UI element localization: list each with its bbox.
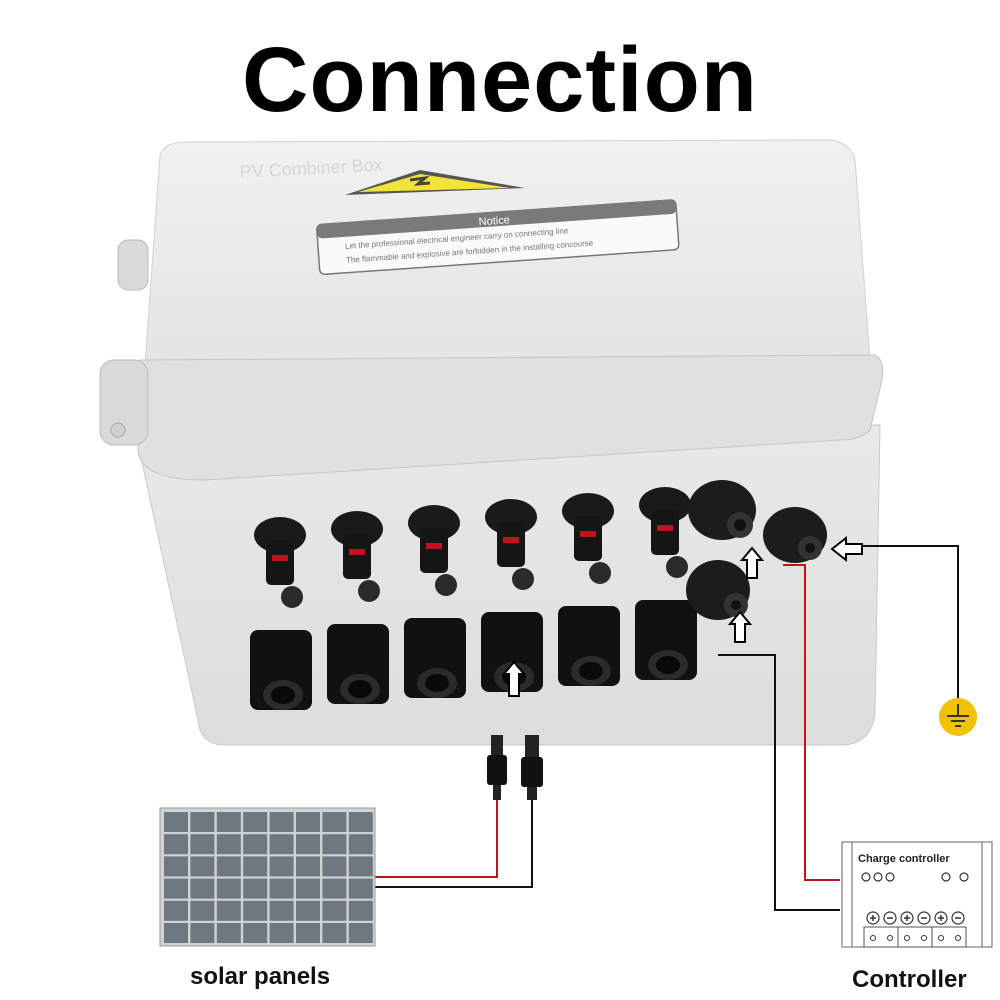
solar-cell xyxy=(190,878,215,899)
negative-wire-panel xyxy=(375,800,533,888)
solar-cell xyxy=(190,834,215,855)
solar-cell xyxy=(322,812,347,832)
solar-cell xyxy=(296,812,320,832)
solar-cell xyxy=(348,878,373,899)
mc4-connector-pair xyxy=(404,505,466,698)
ground-icon xyxy=(939,698,977,736)
solar-cell xyxy=(190,812,215,832)
mc4-connector-pair xyxy=(481,499,543,692)
terminal-block xyxy=(863,911,967,948)
minus-terminal-icon xyxy=(917,911,931,925)
solar-panel xyxy=(159,807,376,947)
plus-terminal-icon xyxy=(934,911,948,925)
solar-cell xyxy=(164,923,188,943)
latch-top xyxy=(117,239,149,291)
solar-cell xyxy=(216,812,241,832)
wiring xyxy=(375,545,959,911)
solar-cell xyxy=(216,878,241,899)
solar-cell xyxy=(322,900,347,921)
solar-cell xyxy=(296,856,320,877)
solar-cell xyxy=(269,856,294,877)
negative-wire-controller xyxy=(718,654,840,911)
mc4-connectors xyxy=(250,487,697,710)
positive-wire-panel xyxy=(375,800,498,878)
charge-controller-label: Charge controller xyxy=(858,853,950,865)
solar-cell xyxy=(190,900,215,921)
solar-cell xyxy=(164,856,188,877)
solar-cell xyxy=(216,900,241,921)
solar-cell xyxy=(164,834,188,855)
solar-cell xyxy=(322,856,347,877)
solar-cell xyxy=(216,923,241,943)
cable-gland xyxy=(688,480,756,540)
solar-cell xyxy=(348,856,373,877)
indicator-leds xyxy=(861,872,969,882)
solar-cell xyxy=(190,923,215,943)
controller-label: Controller xyxy=(852,966,967,993)
solar-cell xyxy=(269,878,294,899)
cable-gland xyxy=(763,507,827,563)
solar-cell xyxy=(348,923,373,943)
solar-cell xyxy=(216,856,241,877)
mc4-connector-pair xyxy=(250,517,312,710)
solar-cell xyxy=(296,878,320,899)
solar-cell xyxy=(348,812,373,832)
solar-cell xyxy=(322,923,347,943)
arrow-icon xyxy=(501,535,863,697)
solar-cell xyxy=(348,900,373,921)
solar-cell xyxy=(348,834,373,855)
solar-cell xyxy=(296,923,320,943)
solar-cell xyxy=(243,834,268,855)
ground-wire xyxy=(862,545,959,698)
solar-cell xyxy=(322,834,347,855)
solar-cell xyxy=(164,878,188,899)
solar-cell xyxy=(164,900,188,921)
notice-heading: Notice xyxy=(478,214,510,228)
mc4-connector-pair xyxy=(327,511,389,704)
mc4-connector-pair xyxy=(635,487,697,680)
cable-gland xyxy=(686,560,750,620)
solar-cell xyxy=(243,812,268,832)
minus-terminal-icon xyxy=(883,911,897,925)
page-title: Connection xyxy=(242,29,758,131)
charge-controller: Charge controller xyxy=(841,841,993,948)
solar-cell xyxy=(296,834,320,855)
solar-cell xyxy=(322,878,347,899)
lid-rim xyxy=(137,354,884,481)
high-voltage-warning-icon xyxy=(345,170,525,195)
solar-panels-label: solar panels xyxy=(190,963,331,990)
solar-cell xyxy=(243,878,268,899)
solar-cell xyxy=(243,923,268,943)
solar-cell xyxy=(243,900,268,921)
solar-cell xyxy=(269,923,294,943)
solar-cell xyxy=(269,812,294,832)
solar-cell xyxy=(269,900,294,921)
solar-cell xyxy=(269,834,294,855)
plus-terminal-icon xyxy=(866,911,880,925)
solar-cell xyxy=(164,812,188,832)
notice-panel: Notice Let the professional electrical e… xyxy=(316,199,680,276)
minus-terminal-icon xyxy=(951,911,965,925)
solar-cell xyxy=(296,900,320,921)
mc4-connector-pair xyxy=(558,493,620,686)
plus-terminal-icon xyxy=(900,911,914,925)
latch-bottom xyxy=(99,359,149,446)
solar-cell xyxy=(216,834,241,855)
positive-wire-controller xyxy=(783,564,840,881)
solar-cell xyxy=(243,856,268,877)
solar-cell xyxy=(190,856,215,877)
mc4-cable-pair xyxy=(487,735,543,800)
